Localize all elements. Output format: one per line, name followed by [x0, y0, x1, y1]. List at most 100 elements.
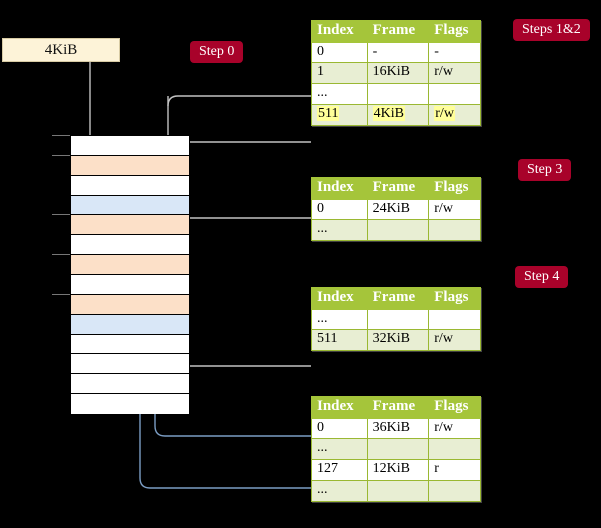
cell-frame: -: [366, 41, 430, 64]
table-row: ...: [311, 83, 481, 105]
badge-steps-1-2: Steps 1&2: [513, 19, 590, 42]
cell-flags: r/w: [428, 103, 481, 126]
cell-index: ...: [311, 438, 368, 461]
cell-flags: [428, 308, 481, 331]
column-header-flags: Flags: [428, 177, 481, 200]
memory-frame-10: [71, 334, 189, 355]
column-header-flags: Flags: [428, 287, 481, 310]
cell-index: ...: [311, 83, 368, 105]
cell-index: 511: [311, 103, 368, 126]
memory-frame-3: [71, 195, 189, 216]
memory-tick-4: [52, 214, 70, 216]
column-header-frame: Frame: [366, 20, 430, 43]
physical-memory-column: [70, 135, 190, 414]
badge-step-4-label: Step 4: [524, 269, 560, 284]
memory-frame-9: [71, 314, 189, 335]
table-row: 511 4KiB r/w: [311, 103, 481, 126]
cell-flags: [428, 438, 481, 461]
column-header-frame: Frame: [366, 177, 430, 200]
memory-frame-1: [71, 155, 189, 176]
cell-frame: [366, 308, 430, 331]
highlighted-value: 511: [317, 105, 340, 121]
memory-frame-6: [71, 255, 189, 275]
cell-frame: [366, 83, 430, 105]
memory-frame-4: [71, 215, 189, 236]
memory-tick-8: [52, 293, 70, 295]
column-header-frame: Frame: [366, 396, 430, 419]
cell-flags: [428, 479, 481, 502]
table-row: ...: [311, 438, 481, 461]
column-header-frame: Frame: [366, 287, 430, 310]
cell-frame: 16KiB: [366, 62, 430, 85]
memory-tick-6: [52, 254, 70, 256]
badge-step-3: Step 3: [518, 159, 572, 182]
cell-index: 511: [311, 329, 368, 352]
highlighted-value: 4KiB: [372, 105, 405, 121]
table-row: ...: [311, 308, 481, 331]
memory-frame-5: [71, 235, 189, 256]
memory-frame-11: [71, 354, 189, 375]
cell-flags: r/w: [428, 62, 481, 85]
column-header-index: Index: [311, 287, 368, 310]
cell-index: 1: [311, 62, 368, 85]
cell-index: ...: [311, 219, 368, 242]
badge-step-0: Step 0: [190, 41, 244, 64]
cell-frame: 4KiB: [366, 103, 430, 126]
cell-index: ...: [311, 308, 368, 331]
badge-step-0-label: Step 0: [199, 44, 235, 59]
cell-frame: 12KiB: [366, 459, 430, 481]
memory-frame-7: [71, 275, 189, 295]
cell-flags: [428, 219, 481, 242]
memory-frame-13: [71, 394, 189, 414]
cell-flags: r/w: [428, 198, 481, 221]
page-box-label: 4KiB: [44, 41, 78, 58]
highlighted-value: r/w: [434, 105, 455, 121]
column-header-index: Index: [311, 177, 368, 200]
table-row: ...: [311, 479, 481, 502]
memory-tick-1: [52, 154, 70, 156]
table-row: ...: [311, 219, 481, 242]
badge-step-4: Step 4: [515, 266, 569, 289]
column-header-flags: Flags: [428, 20, 481, 43]
cell-flags: r: [428, 459, 481, 481]
cell-flags: r/w: [428, 329, 481, 352]
cell-flags: [428, 83, 481, 105]
cell-frame: 36KiB: [366, 417, 430, 440]
cell-index: ...: [311, 479, 368, 502]
memory-frame-12: [71, 374, 189, 395]
cell-flags: -: [428, 41, 481, 64]
cell-index: 0: [311, 417, 368, 440]
badge-step-3-label: Step 3: [527, 162, 563, 177]
page-box-4kib: 4KiB: [2, 38, 120, 62]
cell-frame: 24KiB: [366, 198, 430, 221]
cell-index: 0: [311, 41, 368, 64]
column-header-index: Index: [311, 396, 368, 419]
cell-index: 0: [311, 198, 368, 221]
column-header-flags: Flags: [428, 396, 481, 419]
cell-frame: 32KiB: [366, 329, 430, 352]
cell-frame: [366, 479, 430, 502]
memory-tick-0: [52, 135, 70, 136]
cell-frame: [366, 438, 430, 461]
table-row: 0--: [311, 41, 481, 64]
memory-frame-0: [71, 136, 189, 156]
cell-frame: [366, 219, 430, 242]
memory-frame-2: [71, 175, 189, 196]
cell-index: 127: [311, 459, 368, 481]
cell-flags: r/w: [428, 417, 481, 440]
memory-frame-8: [71, 294, 189, 315]
